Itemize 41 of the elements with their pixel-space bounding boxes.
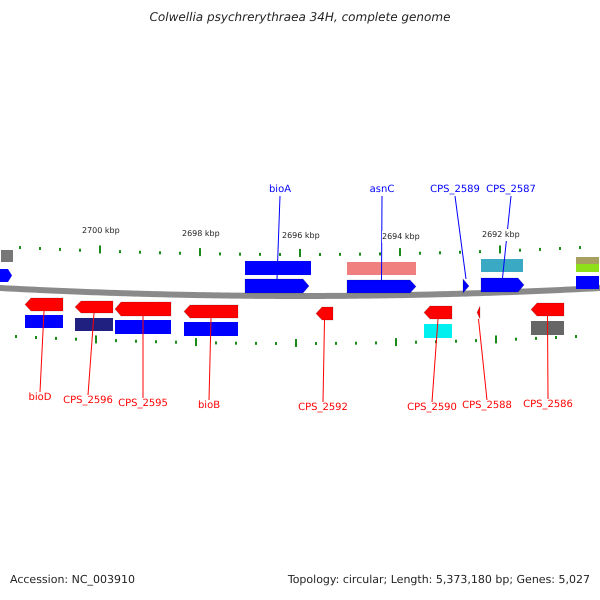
leader-line: [432, 318, 438, 402]
gene-label: CPS_2589: [430, 184, 480, 196]
gene-marker: [114, 302, 172, 316]
gene-label: CPS_2596: [63, 395, 113, 407]
leader-line: [208, 318, 212, 400]
leader-line: [381, 196, 382, 280]
leader-line: [40, 310, 44, 392]
leader-line: [88, 312, 94, 396]
gene-marker: [346, 280, 417, 294]
gene-marker: [183, 304, 238, 318]
genome-info-text: Topology: circular; Length: 5,373,180 bp; Genes: 5,027: [288, 574, 590, 586]
gene-label: bioA: [268, 184, 292, 196]
gene-marker: [315, 306, 334, 320]
leader-line: [478, 318, 488, 400]
gene-marker: [423, 306, 452, 320]
gene-label: bioB: [198, 400, 220, 412]
leader-line: [276, 196, 280, 280]
scale-label: 2698 kbp: [182, 228, 220, 240]
scale-label: 2694 kbp: [382, 231, 420, 243]
scale-label: 2696 kbp: [282, 230, 320, 242]
gene-marker: [476, 306, 480, 320]
gene-label: bioD: [28, 392, 52, 404]
gene-marker: [462, 278, 470, 294]
gene-label: asnC: [370, 184, 394, 196]
gene-label: CPS_2586: [523, 399, 573, 411]
diagram-title: Colwellia psychrerythraea 34H, complete genome: [150, 11, 450, 23]
leader-line: [142, 316, 144, 398]
gene-label: CPS_2590: [407, 402, 457, 414]
scale-label: 2692 kbp: [482, 229, 520, 241]
gene-label: CPS_2587: [486, 184, 536, 196]
leader-line: [454, 196, 466, 280]
genome-info-text: Accession: NC_003910: [10, 574, 136, 586]
gene-marker: [530, 302, 564, 316]
leader-line: [547, 316, 548, 400]
gene-marker: [244, 278, 310, 294]
gene-label: CPS_2595: [118, 398, 168, 410]
gene-label: CPS_2588: [462, 400, 512, 412]
scale-label: 2700 kbp: [82, 225, 120, 237]
gene-marker: [480, 278, 525, 292]
gene-label: CPS_2592: [298, 402, 348, 414]
leader-line: [322, 320, 325, 402]
